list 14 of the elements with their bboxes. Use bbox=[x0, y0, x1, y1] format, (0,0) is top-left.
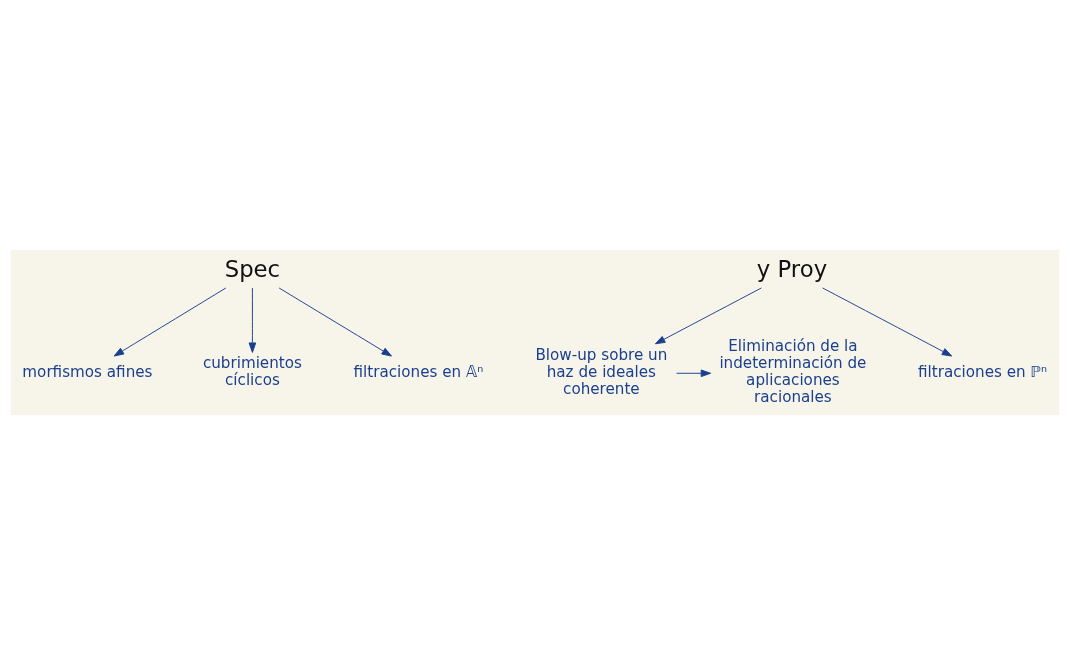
arrow bbox=[654, 287, 762, 344]
node-text: filtraciones en ℙⁿ bbox=[918, 362, 1048, 381]
arrow bbox=[248, 287, 257, 353]
arrow bbox=[278, 287, 392, 357]
node-text: cubrimientos cíclicos bbox=[202, 353, 302, 389]
arrow bbox=[113, 287, 227, 357]
node-text: Spec bbox=[224, 255, 281, 282]
node-text: morfismos afines bbox=[22, 362, 153, 381]
node-text: Blow-up sobre un haz de ideales coherente bbox=[535, 345, 668, 398]
node-text: filtraciones en 𝔸ⁿ bbox=[353, 362, 484, 381]
node-text: y Proy bbox=[756, 255, 828, 282]
arrow bbox=[822, 287, 953, 357]
node-text: Eliminación de la indeterminación de aplicaciones racionales bbox=[719, 336, 867, 406]
arrow bbox=[676, 369, 712, 377]
